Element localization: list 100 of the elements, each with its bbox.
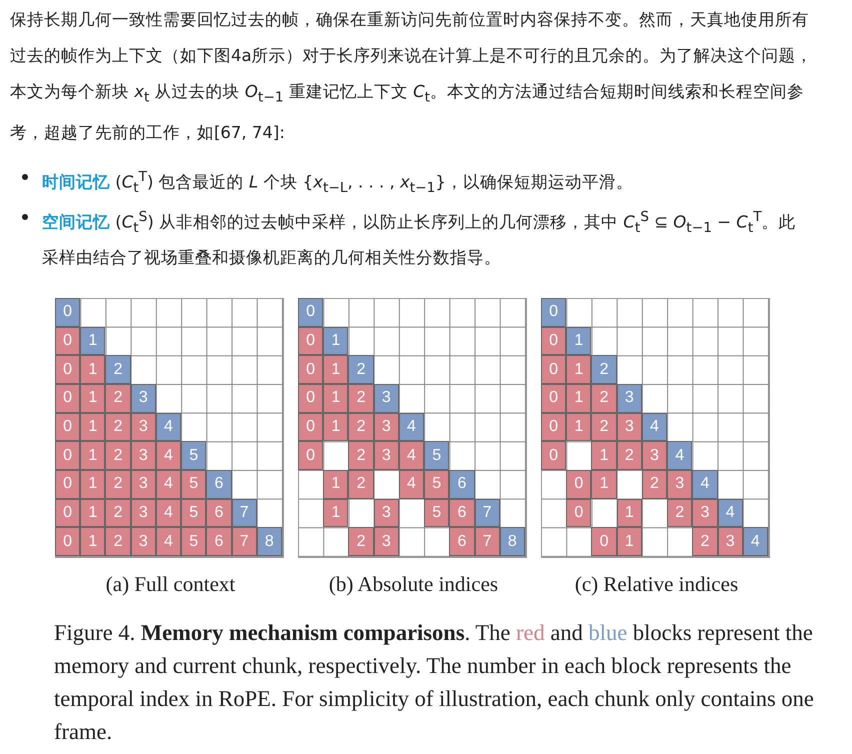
- index-block: 3: [130, 412, 156, 442]
- panel-caption: (b) Absolute indices: [328, 572, 500, 597]
- index-block: 1: [323, 384, 348, 413]
- index-block: 0: [298, 298, 324, 327]
- index-block: 1: [566, 412, 592, 442]
- index-block: 6: [449, 498, 475, 528]
- index-block: 2: [105, 355, 131, 384]
- index-block: 5: [181, 527, 206, 556]
- index-block: 1: [323, 498, 348, 528]
- index-block: 3: [718, 527, 743, 556]
- index-block: 1: [80, 384, 106, 413]
- index-block: 3: [374, 498, 399, 528]
- index-block: 2: [348, 470, 374, 499]
- index-block: 2: [667, 498, 692, 528]
- index-block: 4: [718, 498, 743, 528]
- index-block: 2: [616, 441, 642, 470]
- index-block: 6: [206, 527, 232, 556]
- index-block: 1: [80, 412, 106, 442]
- index-block: 0: [541, 384, 566, 413]
- index-block: 0: [541, 441, 566, 470]
- index-block: 0: [541, 412, 566, 442]
- index-block: 0: [298, 441, 324, 470]
- index-block: 5: [181, 441, 206, 470]
- index-block: 1: [80, 326, 106, 356]
- index-block: 1: [80, 527, 106, 556]
- index-block: 5: [424, 470, 450, 499]
- index-block: 2: [105, 384, 131, 413]
- index-block: 0: [541, 326, 566, 356]
- index-block: 7: [232, 498, 257, 528]
- index-block: 3: [130, 384, 156, 413]
- index-block: 1: [323, 355, 348, 384]
- index-block: 1: [616, 498, 642, 528]
- index-block: 5: [424, 441, 450, 470]
- index-block: 0: [55, 470, 80, 499]
- index-block: 8: [256, 527, 282, 556]
- index-block: 0: [55, 527, 80, 556]
- index-block: 2: [105, 470, 131, 499]
- index-block: 2: [105, 498, 131, 528]
- index-block: 3: [692, 498, 718, 528]
- index-block: 3: [642, 441, 668, 470]
- index-block: 3: [130, 527, 156, 556]
- index-block: 2: [591, 384, 617, 413]
- index-block: 2: [642, 470, 668, 499]
- index-block: 5: [424, 498, 450, 528]
- index-block: 4: [692, 470, 718, 499]
- index-block: 3: [374, 412, 399, 442]
- index-block: 2: [348, 355, 374, 384]
- index-block: 0: [55, 355, 80, 384]
- index-block: 4: [156, 470, 182, 499]
- index-block: 3: [130, 441, 156, 470]
- index-block: 2: [105, 441, 131, 470]
- index-block: 1: [80, 355, 106, 384]
- index-block: 8: [500, 527, 525, 556]
- index-block: 2: [348, 412, 374, 442]
- index-block: 3: [374, 441, 399, 470]
- index-block: 2: [591, 412, 617, 442]
- index-block: 3: [374, 527, 399, 556]
- index-block: 6: [449, 470, 475, 499]
- index-block: 2: [348, 441, 374, 470]
- index-block: 2: [105, 412, 131, 442]
- bullet-text: 时间记忆 (C$_{t}$$^{T}$) 包含最近的 L 个块 {x$_{t−L}$, . . . , x$_{t−1}$}，以确保短期运动平滑。: [42, 168, 634, 198]
- body-paragraph: 保持长期几何一致性需要回忆过去的帧，确保在重新访问先前位置时内容保持不变。然而，天真地使用所有过去的帧作为上下文（如下图4a所示）对于长序列来说在计算上是不可行的且冗余的。为了解决这个问题，本文为每个新块 x$_{t}$ 从过去的块 O$_{t−1}$ 重建记忆上下文 C$_{t}$。本文的方法通过结合短期时间线索和长程空间参考，超越了先前的工作，如[67, 74]:: [10, 9, 814, 144]
- index-block: 0: [55, 326, 80, 356]
- index-block: 0: [591, 527, 617, 556]
- index-block: 1: [566, 384, 592, 413]
- index-block: 4: [398, 441, 424, 470]
- index-block: 4: [156, 441, 182, 470]
- index-block: 1: [323, 470, 348, 499]
- index-block: 4: [642, 412, 668, 442]
- index-block: 2: [105, 527, 131, 556]
- index-block: 0: [55, 384, 80, 413]
- index-block: 3: [616, 412, 642, 442]
- index-block: 2: [348, 527, 374, 556]
- index-block: 0: [566, 470, 592, 499]
- index-block: 0: [55, 441, 80, 470]
- index-block: 5: [181, 470, 206, 499]
- index-block: 1: [591, 470, 617, 499]
- index-block: 0: [541, 298, 566, 327]
- index-block: 4: [398, 412, 424, 442]
- index-block: 0: [566, 498, 592, 528]
- index-block: 4: [398, 470, 424, 499]
- index-block: 1: [80, 498, 106, 528]
- index-block: 7: [474, 498, 500, 528]
- index-block: 0: [298, 384, 324, 413]
- index-block: 2: [348, 384, 374, 413]
- index-block: 1: [323, 326, 348, 356]
- index-block: 3: [130, 470, 156, 499]
- index-block: 3: [667, 470, 692, 499]
- index-block: 1: [566, 326, 592, 356]
- index-block: 0: [55, 412, 80, 442]
- bullet-text: 空间记忆 (C$_{t}$$^{S}$) 从非相邻的过去帧中采样，以防止长序列上的几何漂移，其中 C$_{t}$$^{S}$ ⊆ O$_{t−1}$ − C$_{t}$$^{T}$。此采样由结合了视场重叠和摄像机距离的几何相关性分数指导。: [42, 208, 797, 269]
- index-block: 4: [156, 412, 182, 442]
- index-block: 5: [181, 498, 206, 528]
- index-block: 0: [541, 355, 566, 384]
- index-block: 0: [55, 498, 80, 528]
- index-block: 2: [591, 355, 617, 384]
- index-block: 7: [474, 527, 500, 556]
- index-block: 0: [55, 298, 80, 327]
- index-block: 1: [566, 355, 592, 384]
- index-block: 1: [591, 441, 617, 470]
